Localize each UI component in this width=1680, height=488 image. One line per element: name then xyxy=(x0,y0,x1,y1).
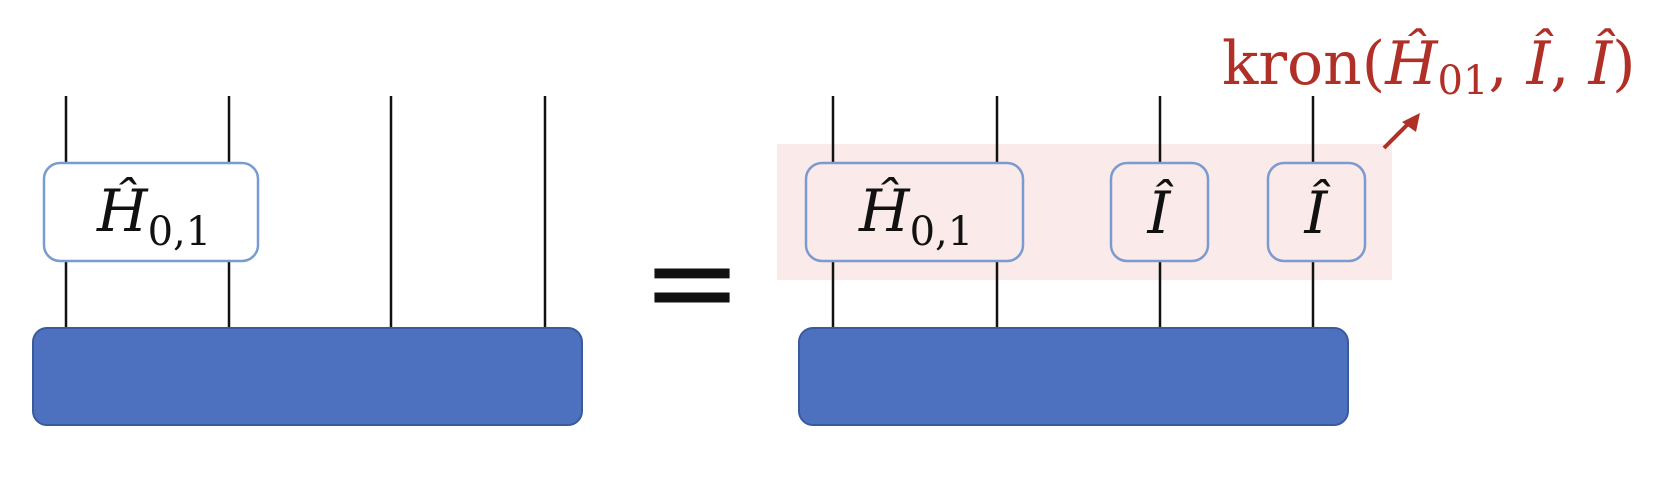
kron-arg3: Î xyxy=(1587,28,1616,99)
kron-annotation: kron(Ĥ01, Î, Î) xyxy=(1222,28,1636,150)
right-operator-h01-symbol: Ĥ xyxy=(858,177,911,245)
left-operator-subscript: 0,1 xyxy=(148,209,212,255)
kron-suffix: ) xyxy=(1612,29,1635,99)
kron-arg2: Î xyxy=(1526,28,1555,99)
kron-prefix: kron( xyxy=(1222,29,1385,99)
kron-annotation-text: kron(Ĥ01, Î, Î) xyxy=(1222,28,1636,104)
kron-sep1: , xyxy=(1488,29,1526,99)
kron-arrow-head xyxy=(1402,113,1420,132)
kron-arg1-subscript: 01 xyxy=(1438,58,1489,104)
left-tensor-block xyxy=(32,327,583,426)
right-operator-box-identity-1 xyxy=(1109,161,1210,263)
right-operator-box-identity-2 xyxy=(1266,161,1367,263)
left-diagram: Ĥ0,1 xyxy=(32,96,583,426)
left-operator-box-h01 xyxy=(42,161,260,263)
kron-arg1-symbol: Ĥ xyxy=(1384,28,1439,99)
right-operator-identity-1-label: Î xyxy=(1147,179,1175,247)
left-operator-label: Ĥ0,1 xyxy=(96,177,211,255)
right-tensor-block xyxy=(798,327,1349,426)
right-operator-h01-label: Ĥ0,1 xyxy=(858,177,973,255)
right-diagram: Ĥ0,1 Î Î xyxy=(777,96,1392,426)
kron-arrow-shaft xyxy=(1382,122,1410,150)
kron-sep2: , xyxy=(1550,29,1588,99)
right-operator-h01-subscript: 0,1 xyxy=(910,209,974,255)
left-operator-symbol: Ĥ xyxy=(96,177,149,245)
equals-sign: = xyxy=(642,213,743,352)
right-operator-box-h01 xyxy=(804,161,1025,263)
right-operator-identity-2-label: Î xyxy=(1304,179,1332,247)
